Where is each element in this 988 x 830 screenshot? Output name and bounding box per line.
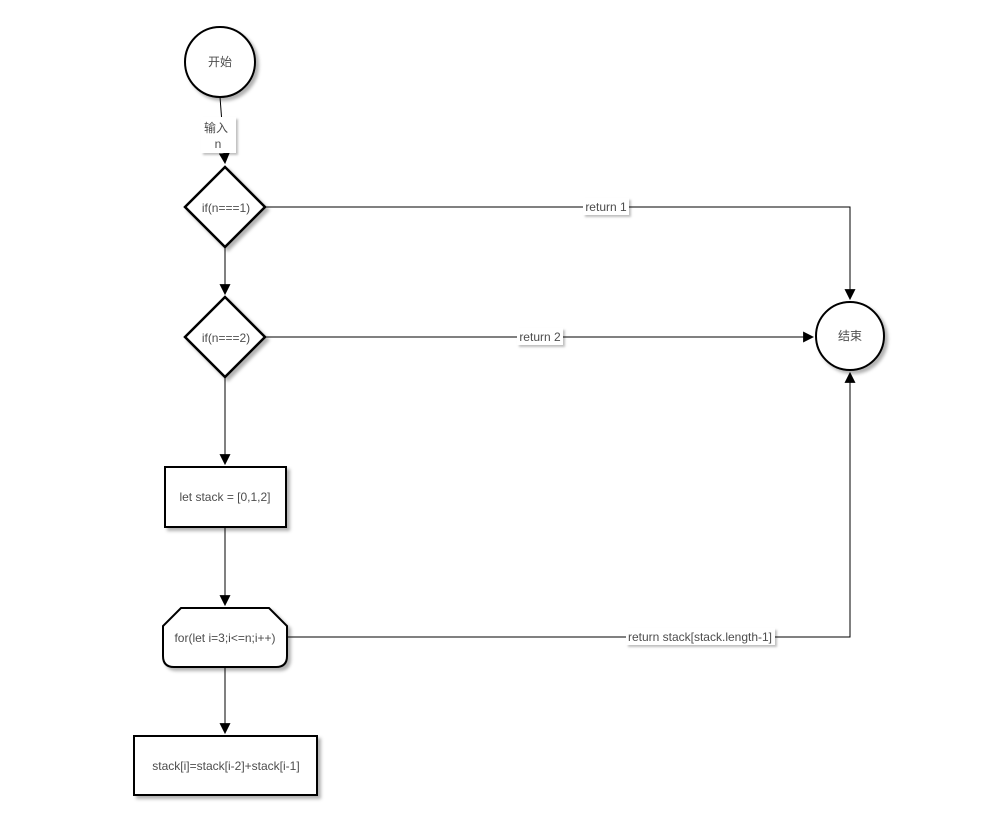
edge-cond1-to-end-return1[interactable]: [265, 206, 856, 301]
edge-loop-to-end-return-stack[interactable]: [287, 371, 856, 638]
edge-label-return2: return 2: [517, 328, 563, 345]
node-decision-if-n-1-label: if(n===1): [202, 201, 250, 215]
node-decision-if-n-2-label: if(n===2): [202, 331, 250, 345]
node-decision-if-n-2[interactable]: if(n===2): [183, 295, 267, 379]
node-loop-for[interactable]: for(let i=3;i<=n;i++): [162, 607, 288, 668]
node-end[interactable]: 结束: [815, 301, 885, 371]
edge-label-input-line2: n: [215, 137, 222, 151]
node-start-label: 开始: [208, 55, 232, 69]
svg-text:return 2: return 2: [519, 330, 561, 344]
edge-label-input-line1: 输入: [204, 120, 228, 135]
svg-text:return stack[stack.length-1]: return stack[stack.length-1]: [628, 630, 772, 644]
node-process-assign-stack-label: stack[i]=stack[i-2]+stack[i-1]: [152, 759, 299, 773]
edge-label-input-n: 输入 n: [201, 117, 236, 153]
node-process-assign-stack[interactable]: stack[i]=stack[i-2]+stack[i-1]: [133, 735, 318, 796]
node-process-init-stack[interactable]: let stack = [0,1,2]: [164, 466, 287, 528]
edge-label-return1: return 1: [583, 198, 629, 215]
node-end-label: 结束: [838, 329, 862, 343]
edge-label-return-stack: return stack[stack.length-1]: [626, 628, 775, 645]
node-process-init-stack-label: let stack = [0,1,2]: [179, 490, 270, 504]
svg-text:return 1: return 1: [585, 200, 627, 214]
node-loop-for-label: for(let i=3;i<=n;i++): [174, 631, 275, 645]
node-start[interactable]: 开始: [184, 26, 256, 98]
node-decision-if-n-1[interactable]: if(n===1): [183, 165, 267, 249]
